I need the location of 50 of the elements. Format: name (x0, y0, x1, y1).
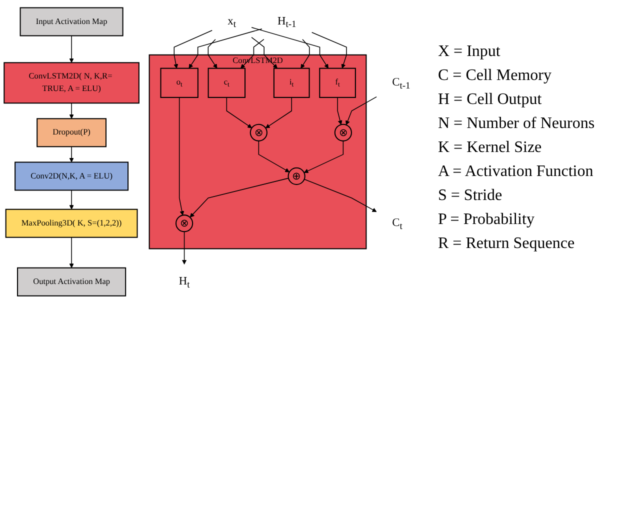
node-box: Conv2D(N,K, A = ELU) (14, 162, 129, 191)
legend-text: R = Return Sequence (438, 234, 576, 254)
legend-text: H = Cell Output (438, 90, 543, 110)
arrow (178, 97, 184, 216)
arrow (69, 190, 74, 210)
node-text: C$_{t}$ (392, 216, 402, 231)
legend-text: X = Input (438, 42, 502, 62)
arrow (182, 231, 187, 264)
arrow (69, 236, 74, 268)
node-text: H$_{t}$ (178, 274, 190, 290)
legend-text: K = Kernel Size (438, 138, 543, 158)
arrow (188, 28, 262, 69)
node-circle: ⊗ (175, 214, 194, 232)
arrow (174, 30, 212, 69)
arrow (304, 178, 377, 212)
arrow (69, 35, 74, 63)
arrow (208, 38, 218, 69)
arrow (69, 102, 74, 119)
node-box: Output Activation Map (17, 267, 126, 296)
node-box: f$_{t}$ (319, 68, 356, 98)
arrow (258, 140, 290, 172)
node-text: C$_{t-1}$ (392, 75, 410, 90)
arrow (190, 178, 289, 218)
arrow (240, 38, 264, 69)
node-box: Dropout(P) (36, 118, 107, 148)
node-box: i$_{t}$ (273, 68, 310, 98)
node-box: MaxPooling3D( K, S=(1,2,2)) (5, 208, 138, 238)
arrow (226, 97, 252, 128)
legend-text: P = Probability (438, 210, 536, 230)
node-text: H$_{t-1}$ (277, 14, 296, 30)
node-box: Input Activation Map (20, 7, 124, 36)
legend-text: A = Activation Function (438, 162, 594, 182)
arrow (311, 32, 347, 69)
arrow (337, 97, 342, 125)
node-text: x$_{t}$ (228, 14, 236, 30)
legend-text: S = Stride (438, 186, 504, 206)
node-circle: ⊕ (288, 167, 306, 186)
arrow (346, 96, 377, 126)
arrow (304, 140, 344, 174)
node-circle: ⊗ (334, 124, 352, 142)
node-circle: ⊗ (250, 124, 268, 142)
arrow (300, 38, 310, 69)
arrow (265, 97, 292, 128)
arrow (69, 146, 74, 162)
node-box: o$_{t}$ (160, 68, 198, 98)
node-box: c$_{t}$ (208, 68, 246, 98)
arrow (251, 27, 328, 69)
legend-text: C = Cell Memory (438, 66, 552, 86)
node-box: ConvLSTM2D( N, K,R= TRUE, A = ELU) (4, 62, 140, 104)
legend-text: N = Number of Neurons (438, 114, 595, 134)
